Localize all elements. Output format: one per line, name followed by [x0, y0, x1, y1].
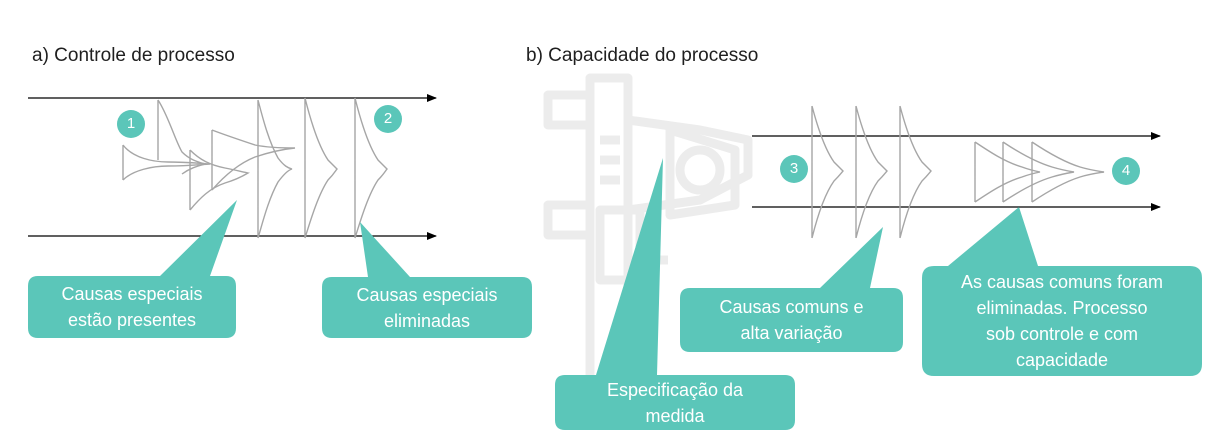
callout-line: sob controle e com: [985, 324, 1139, 344]
callout-special-present-text: Causas especiais estão presentes: [28, 276, 236, 338]
callout-common-removed-text: As causas comuns foram eliminadas. Proce…: [922, 266, 1202, 376]
distribution-curve: [257, 99, 293, 239]
callout-special-present: [28, 200, 237, 338]
step-badge-4-label: 4: [1121, 162, 1131, 179]
distribution-curve: [211, 129, 296, 191]
callout-spec-text: Especificação da medida: [555, 375, 795, 430]
callout-line: capacidade: [1015, 350, 1109, 370]
distribution-curve: [157, 99, 208, 175]
panel-a-title: a) Controle de processo: [32, 45, 235, 66]
panel-b-title: b) Capacidade do processo: [526, 45, 759, 66]
distribution-curve: [899, 105, 932, 239]
distribution-curve: [855, 105, 888, 239]
callout-line: alta variação: [740, 323, 843, 343]
step-badge-2: [374, 105, 402, 133]
callout-spec: [555, 158, 795, 430]
distribution-curve: [189, 149, 250, 211]
callout-line: As causas comuns foram: [960, 272, 1164, 292]
callout-common-removed: [922, 207, 1202, 376]
callout-line: estão presentes: [67, 310, 197, 330]
callout-line: medida: [645, 405, 705, 426]
callout-line: eliminadas. Processo: [976, 298, 1148, 318]
distribution-curve: [811, 105, 844, 239]
callout-line: Causas especiais: [61, 284, 203, 304]
step-badge-3-label: 3: [789, 160, 799, 177]
callout-common-high-text: Causas comuns e alta variação: [680, 288, 903, 352]
callout-common-high: [680, 227, 903, 352]
distribution-curve: [1031, 141, 1105, 203]
step-badge-3: [780, 155, 808, 183]
callout-line: Causas especiais: [356, 284, 498, 305]
callout-special-removed: [322, 222, 532, 338]
distribution-curve: [304, 97, 338, 239]
distribution-curve: [122, 144, 211, 181]
step-badge-2-label: 2: [383, 110, 393, 127]
step-badge-4: [1112, 157, 1140, 185]
distribution-curve: [354, 97, 388, 239]
step-badge-1: [117, 110, 145, 138]
callout-line: Causas comuns e: [719, 297, 864, 317]
callout-special-removed-text: Causas especiais eliminadas: [322, 277, 532, 338]
distribution-curve: [1002, 141, 1075, 203]
callout-line: Especificação da: [606, 379, 744, 400]
callout-line: eliminadas: [383, 310, 471, 331]
distribution-curve: [974, 141, 1041, 203]
step-badge-1-label: 1: [126, 115, 136, 132]
